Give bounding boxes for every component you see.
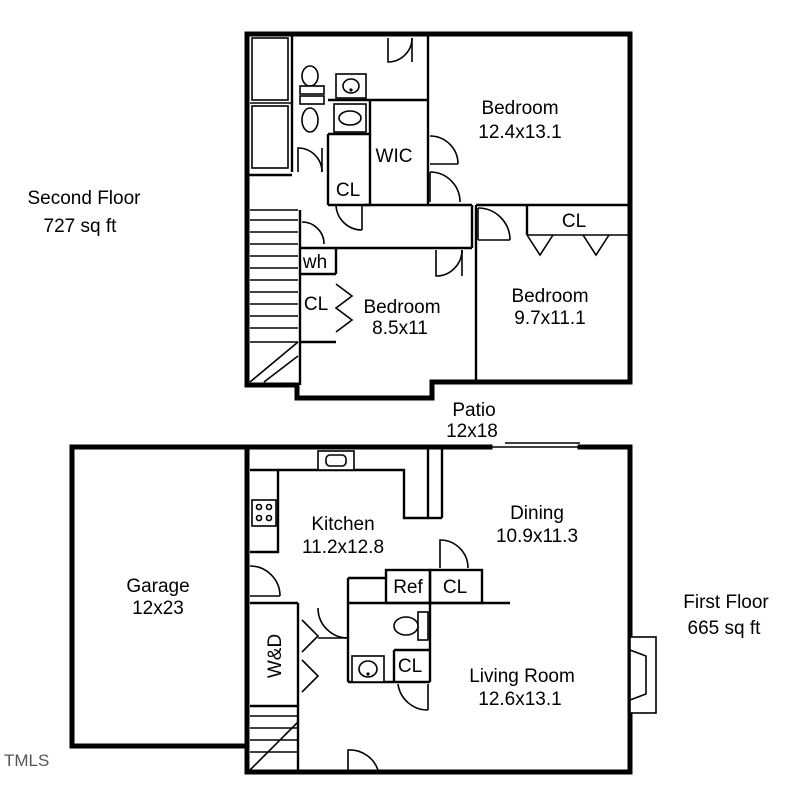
sink-icon (317, 450, 355, 471)
patio-size: 12x18 (446, 421, 498, 442)
living-room-name: Living Room (469, 666, 575, 687)
garage-name: Garage (126, 576, 189, 597)
sink-icon (351, 655, 385, 683)
toilet-icon (299, 65, 325, 95)
first-floor-heading: First Floor (683, 592, 769, 613)
bedroom-small-closet-label: CL (304, 294, 328, 315)
toilet-icon (299, 95, 325, 133)
ref-closet-label: CL (443, 577, 467, 598)
patio-name: Patio (452, 400, 495, 421)
first-floor-area: 665 sq ft (688, 618, 762, 639)
bath-closet-label: CL (398, 656, 422, 677)
first-floor-plan: W&D (69, 442, 657, 775)
dining-name: Dining (510, 503, 564, 524)
kitchen-name: Kitchen (311, 514, 374, 535)
staircase (249, 209, 299, 383)
bedroom-large-size: 12.4x13.1 (478, 122, 561, 143)
bathtub-icon (251, 37, 289, 101)
refrigerator-label: Ref (393, 577, 423, 598)
second-floor-plan: Bedroom 12.4x13.1 WIC CL CL wh CL Bedroo… (244, 31, 633, 401)
toilet-icon (393, 611, 429, 641)
laundry-label: W&D (265, 634, 286, 678)
second-floor-outer-wall (244, 31, 633, 401)
dining-size: 10.9x11.3 (496, 526, 578, 547)
second-floor-heading: Second Floor (27, 188, 141, 209)
bedroom-mid-name: Bedroom (511, 286, 588, 307)
bedroom-mid-size: 9.7x11.1 (514, 308, 585, 329)
stove-icon (251, 499, 277, 527)
first-floor-outer-wall (69, 444, 633, 775)
second-floor-area: 727 sq ft (44, 216, 118, 237)
garage-size: 12x23 (132, 598, 184, 619)
staircase (249, 706, 300, 771)
bedroom-mid-closet-label: CL (562, 211, 586, 232)
bedroom-small-name: Bedroom (363, 297, 440, 318)
sink-icon (333, 103, 367, 133)
bedroom-large-name: Bedroom (481, 98, 558, 119)
living-room-size: 12.6x13.1 (478, 689, 561, 710)
wic-label: WIC (376, 146, 413, 167)
bathtub-icon (251, 105, 289, 169)
bath-closet-label: CL (336, 180, 360, 201)
bedroom-small-size: 8.5x11 (372, 318, 428, 339)
watermark: TMLS (4, 751, 49, 770)
kitchen-size: 11.2x12.8 (302, 537, 384, 558)
fireplace-icon (629, 636, 657, 714)
sink-icon (335, 73, 367, 99)
water-heater-label: wh (302, 252, 327, 273)
